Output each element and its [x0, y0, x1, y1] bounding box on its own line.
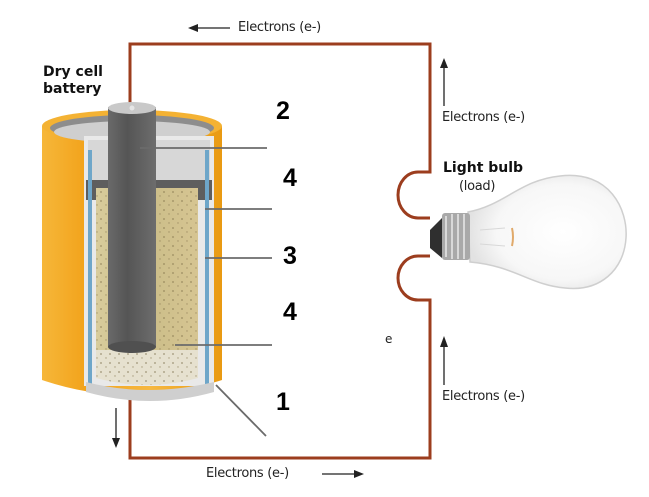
arrow-left-icon: [188, 24, 230, 32]
light-bulb: [430, 174, 627, 290]
battery-title-line1: Dry cell: [43, 64, 103, 80]
circuit-wire-lower: [128, 254, 432, 460]
part-number-carbon-rod: 2: [276, 97, 290, 125]
electron-label-bottom: Electrons (e-): [206, 466, 289, 481]
part-number-separator: 3: [283, 242, 297, 270]
stray-label: e: [385, 332, 393, 346]
part-number-upper-layer: 4: [283, 164, 297, 192]
battery-title-line2: battery: [43, 81, 102, 97]
arrow-up-icon: [440, 58, 448, 106]
leader-line-1: [215, 384, 267, 437]
battery-title: Dry cell battery: [43, 64, 103, 98]
battery-bottom: [86, 382, 214, 401]
arrow-down-icon: [112, 408, 120, 448]
electron-label-right-lower: Electrons (e-): [442, 389, 525, 404]
carbon-rod: [108, 107, 156, 347]
bulb-glass: [467, 174, 627, 290]
leader-lines: [140, 147, 272, 437]
load-subtitle: (load): [459, 179, 496, 194]
dry-cell-battery: [42, 102, 222, 401]
arrow-right-icon: [322, 470, 364, 478]
bulb-contact: [430, 218, 442, 258]
part-number-paste: 4: [283, 298, 297, 326]
arrow-up-icon-lower: [440, 336, 448, 385]
electron-label-right-upper: Electrons (e-): [442, 110, 525, 125]
load-title: Light bulb: [443, 160, 524, 176]
part-number-zinc-case: 1: [276, 388, 290, 416]
electron-label-top: Electrons (e-): [238, 20, 321, 35]
circuit-wire: [128, 42, 432, 220]
filament: [511, 227, 514, 247]
